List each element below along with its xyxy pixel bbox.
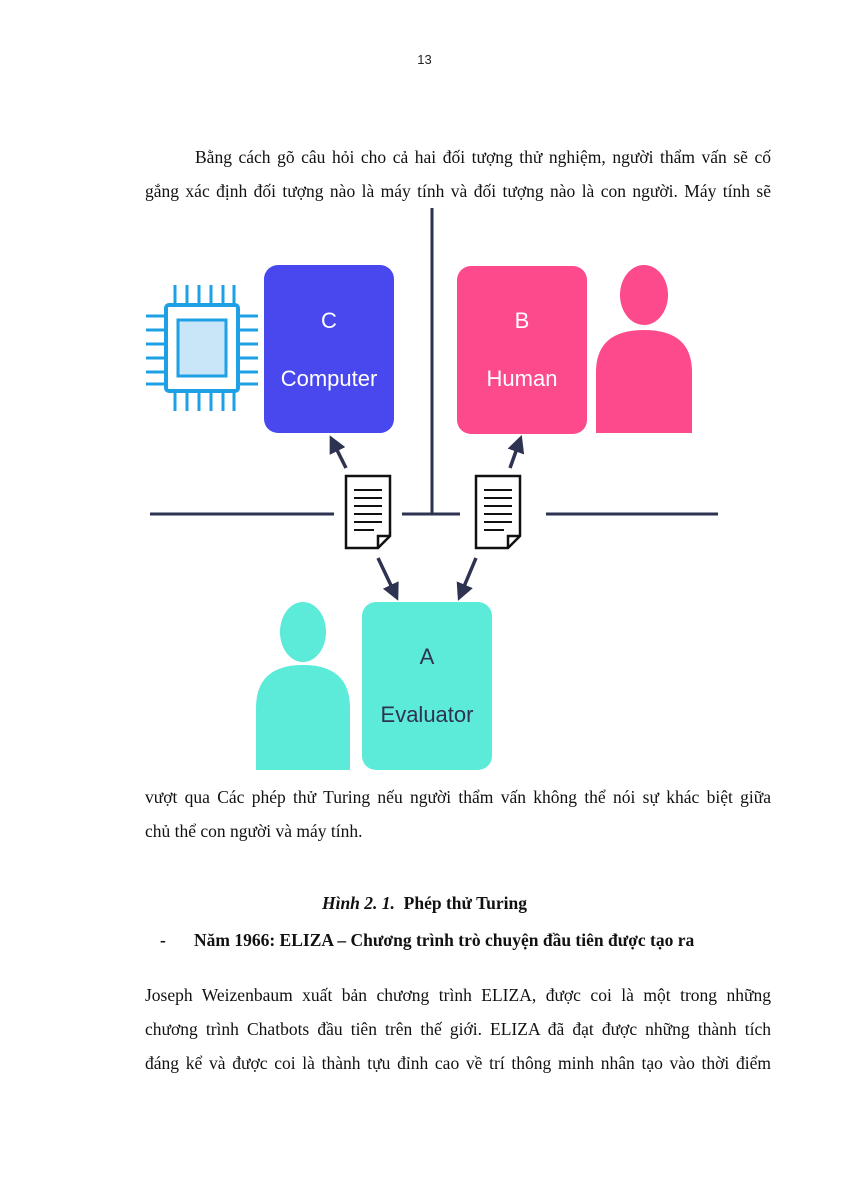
arrow-icon <box>507 435 525 469</box>
evaluator-letter: A <box>420 644 435 669</box>
paragraph-line: chương trình Chatbots đầu tiên trên thế … <box>145 1019 771 1039</box>
arrow-icon <box>376 557 399 601</box>
computer-letter: C <box>321 308 337 333</box>
human-person-icon <box>596 265 692 433</box>
human-label: Human <box>487 366 558 391</box>
bullet-dash: - <box>160 930 166 950</box>
human-box: B Human <box>457 266 587 434</box>
evaluator-person-icon <box>256 602 350 770</box>
arrow-icon <box>329 435 348 469</box>
caption-title: Phép thử Turing <box>403 893 528 913</box>
figure-caption: Hình 2. 1. Phép thử Turing <box>0 893 849 914</box>
paragraph-line: gắng xác định đối tượng nào là máy tính … <box>145 181 771 201</box>
computer-box: C Computer <box>264 265 394 433</box>
paragraph-line: vượt qua Các phép thử Turing nếu người t… <box>145 787 771 807</box>
page-number: 13 <box>417 52 432 67</box>
paragraph-intro: Bằng cách gõ câu hỏi cho cả hai đối tượn… <box>145 140 771 208</box>
paragraph-line: Joseph Weizenbaum xuất bản chương trình … <box>145 985 771 1005</box>
evaluator-label: Evaluator <box>381 702 474 727</box>
paragraph-line: đáng kể và được coi là thành tựu đỉnh ca… <box>145 1053 771 1073</box>
cpu-chip-icon <box>146 285 258 411</box>
paragraph-eliza: Joseph Weizenbaum xuất bản chương trình … <box>145 978 771 1080</box>
document-icon <box>474 474 522 550</box>
paragraph-line: chủ thể con người và máy tính. <box>145 821 363 841</box>
computer-label: Computer <box>281 366 378 391</box>
bullet-heading: - Năm 1966: ELIZA – Chương trình trò chuy… <box>160 930 694 951</box>
arrow-icon <box>456 557 478 601</box>
bullet-text: Năm 1966: ELIZA – Chương trình trò chuyệ… <box>194 930 695 950</box>
divider-lines <box>150 208 718 516</box>
document-icon <box>344 474 392 550</box>
paragraph-after-figure: vượt qua Các phép thử Turing nếu người t… <box>145 780 771 848</box>
human-letter: B <box>515 308 530 333</box>
paragraph-line: Bằng cách gõ câu hỏi cho cả hai đối tượn… <box>195 147 771 167</box>
evaluator-box: A Evaluator <box>362 602 492 770</box>
caption-prefix: Hình 2. 1. <box>321 893 395 913</box>
